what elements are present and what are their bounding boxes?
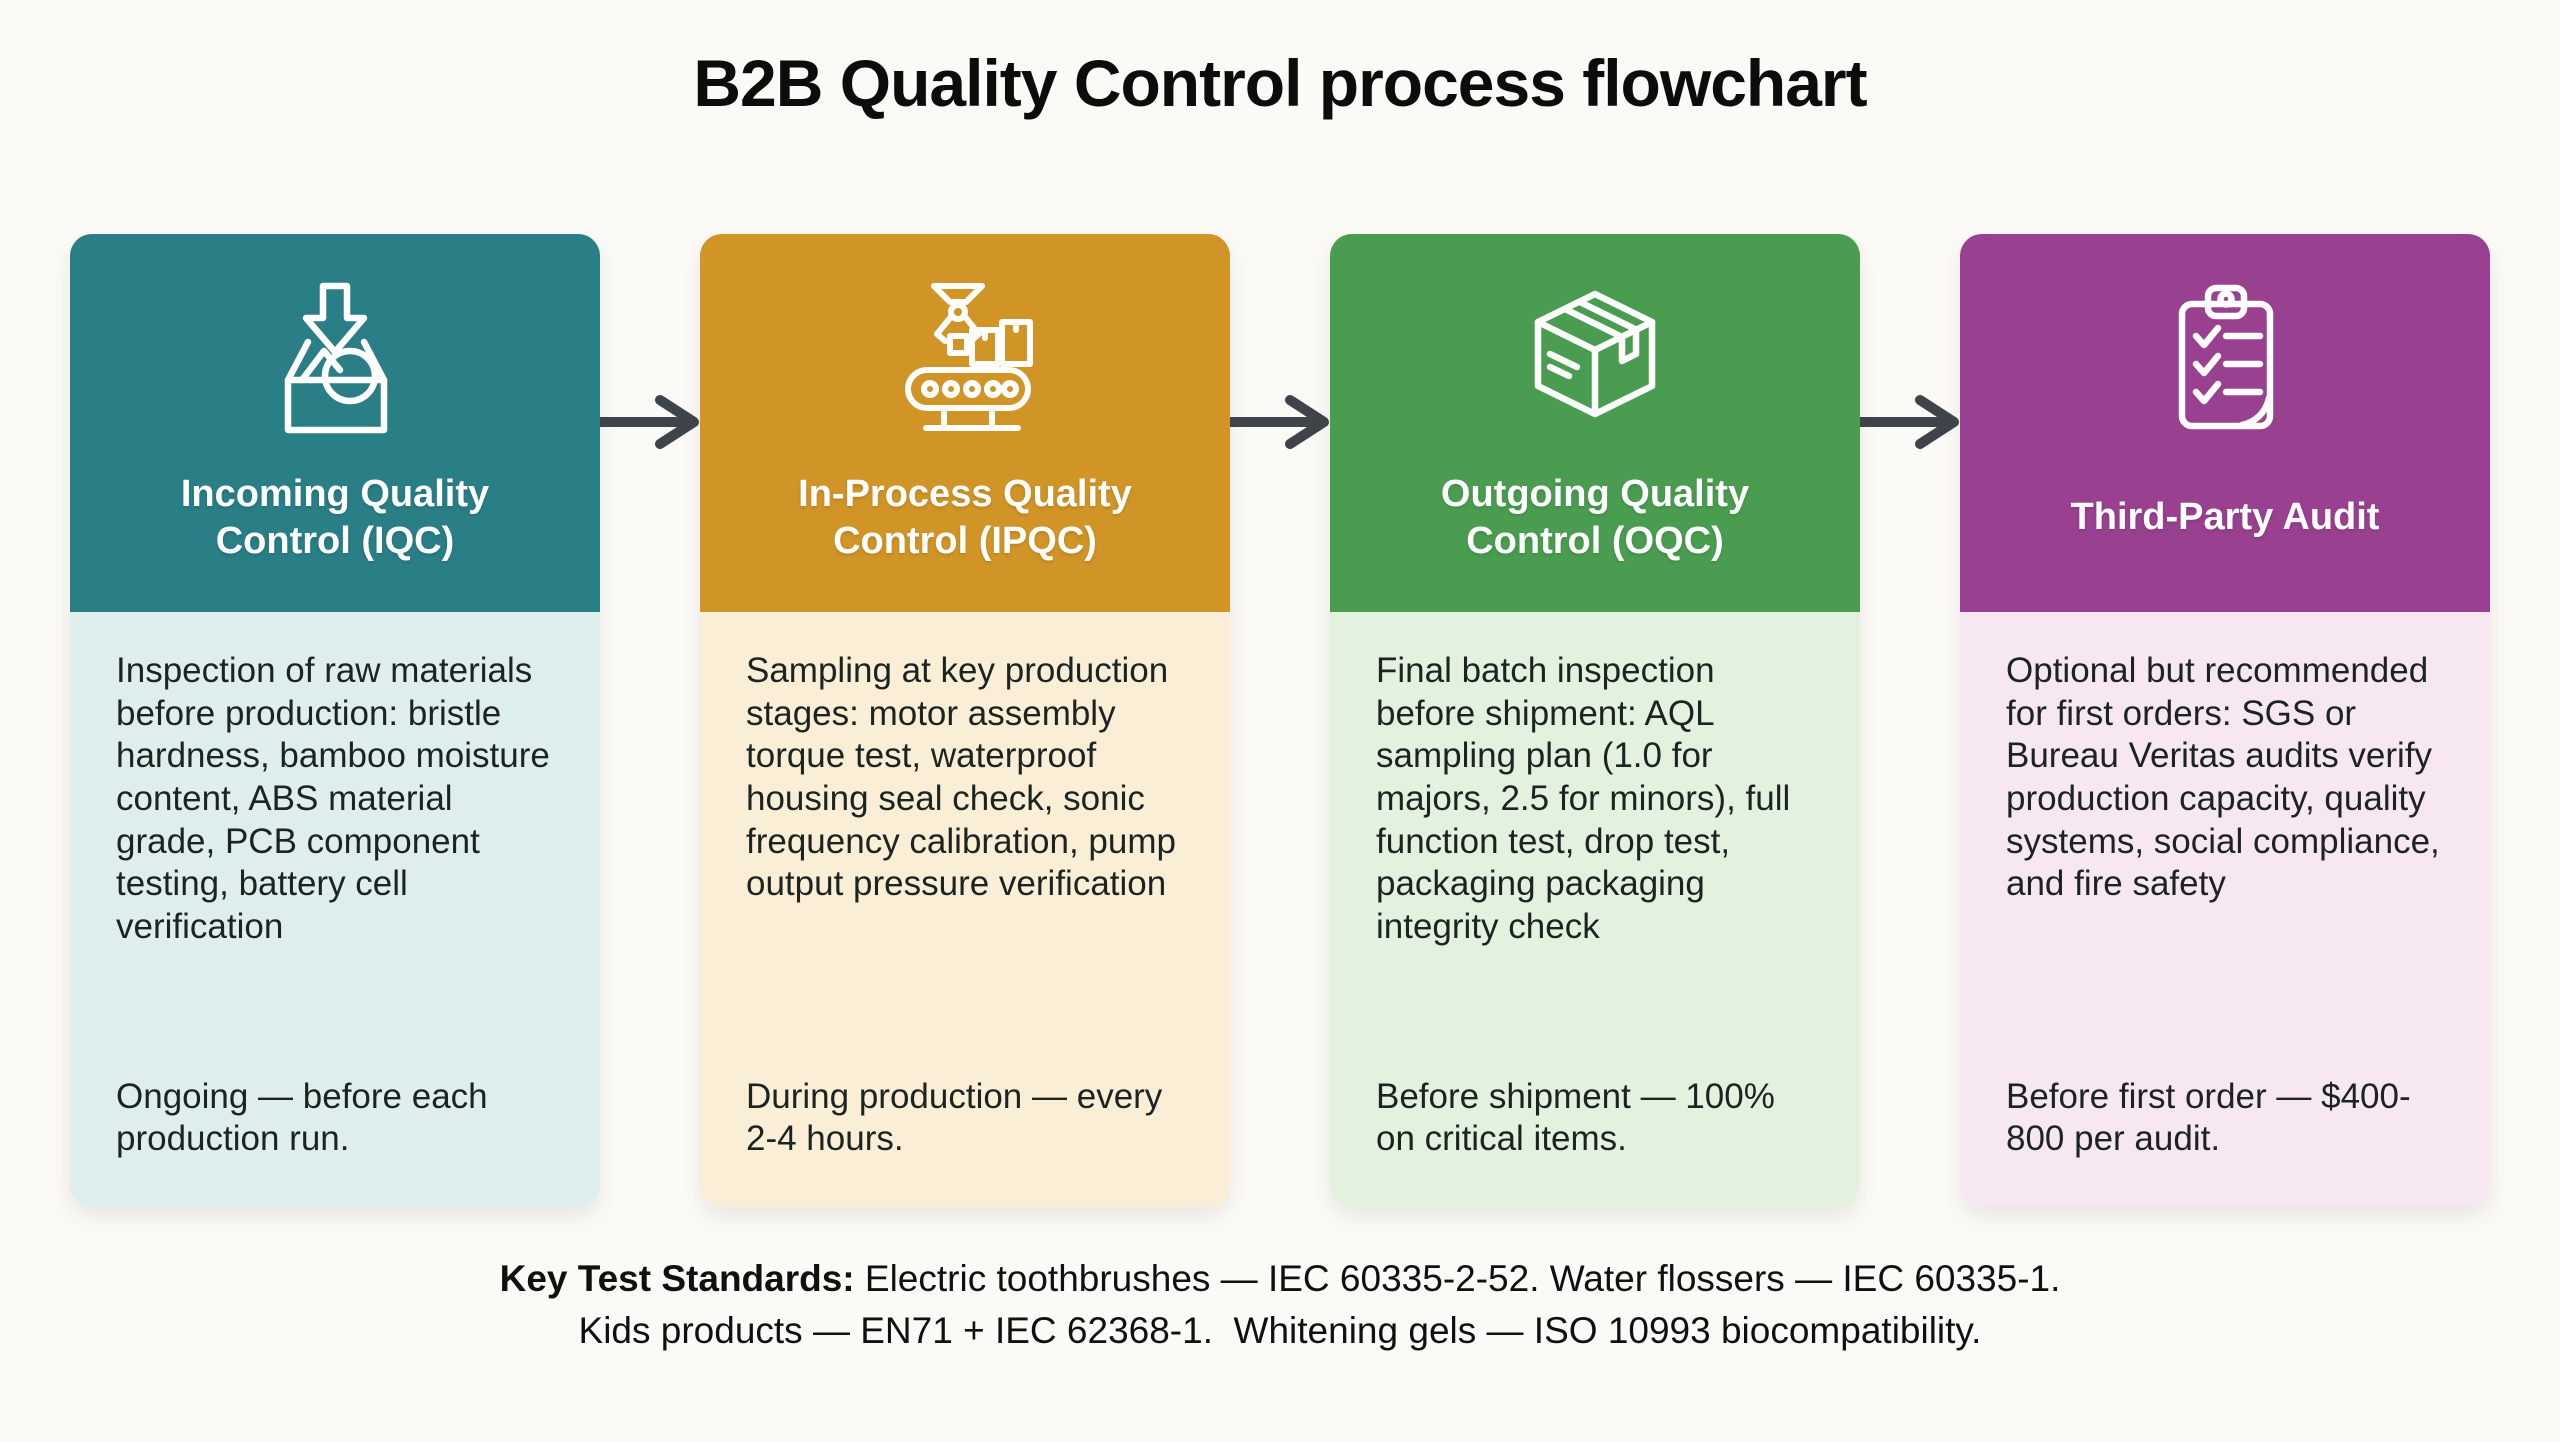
card-third-party-audit-body: Optional but recommended for first order… bbox=[1960, 611, 2490, 1207]
standards-note-line-2: Kids products — EN71 + IEC 62368-1. Whit… bbox=[578, 1310, 1982, 1352]
clipboard-checklist-icon bbox=[2140, 274, 2310, 444]
card-ipqc-body: Sampling at key production stages: motor… bbox=[700, 611, 1230, 1207]
card-ipqc-title: In-Process Quality Control (IPQC) bbox=[798, 472, 1132, 562]
card-iqc-body: Inspection of raw materials before produ… bbox=[70, 611, 600, 1207]
shipping-box-icon bbox=[1510, 274, 1680, 444]
standards-note-line-1: Key Test Standards: Electric toothbrushe… bbox=[0, 1253, 2560, 1306]
card-ipqc-description: Sampling at key production stages: motor… bbox=[746, 650, 1176, 904]
card-oqc-title: Outgoing Quality Control (OQC) bbox=[1440, 472, 1750, 562]
process-flow: Incoming Quality Control (IQC) Inspectio… bbox=[0, 233, 2560, 1207]
card-iqc-title: Incoming Quality Control (IQC) bbox=[180, 472, 490, 562]
card-oqc-footer: Before shipment — 100% on critical items… bbox=[1376, 1076, 1775, 1159]
card-oqc-description: Final batch inspection before shipment: … bbox=[1376, 650, 1791, 947]
card-third-party-audit-footer: Before first order — $400-800 per audit. bbox=[2006, 1076, 2411, 1159]
card-iqc-description: Inspection of raw materials before produ… bbox=[116, 650, 550, 947]
standards-note-line-1-text: Electric toothbrushes — IEC 60335-2-52. … bbox=[854, 1257, 2061, 1299]
flow-arrow-3 bbox=[1860, 234, 1960, 1207]
incoming-tray-icon bbox=[250, 274, 420, 444]
page-title: B2B Quality Control process flowchart bbox=[693, 46, 1867, 120]
card-oqc-header: Outgoing Quality Control (OQC) bbox=[1330, 233, 1860, 612]
flow-arrow-2 bbox=[1230, 234, 1330, 1207]
card-oqc: Outgoing Quality Control (OQC) Final bat… bbox=[1330, 233, 1860, 1207]
card-ipqc: In-Process Quality Control (IPQC) Sampli… bbox=[700, 233, 1230, 1207]
card-oqc-body: Final batch inspection before shipment: … bbox=[1330, 611, 1860, 1207]
card-ipqc-header: In-Process Quality Control (IPQC) bbox=[700, 233, 1230, 612]
flow-arrow-icon bbox=[1860, 394, 1959, 449]
flow-arrow-icon bbox=[1230, 394, 1329, 449]
card-third-party-audit-header: Third-Party Audit bbox=[1960, 233, 2490, 612]
card-iqc-footer: Ongoing — before each production run. bbox=[116, 1076, 488, 1159]
flow-arrow-icon bbox=[600, 394, 699, 449]
card-third-party-audit-title: Third-Party Audit bbox=[2070, 496, 2380, 539]
card-ipqc-footer: During production — every 2-4 hours. bbox=[746, 1076, 1163, 1159]
card-iqc-header: Incoming Quality Control (IQC) bbox=[70, 233, 600, 612]
standards-note: Key Test Standards: Electric toothbrushe… bbox=[0, 1253, 2560, 1358]
flow-arrow-1 bbox=[600, 234, 700, 1207]
card-third-party-audit-description: Optional but recommended for first order… bbox=[2006, 650, 2440, 904]
conveyor-line-icon bbox=[880, 274, 1050, 444]
standards-note-label: Key Test Standards: bbox=[499, 1257, 855, 1299]
card-iqc: Incoming Quality Control (IQC) Inspectio… bbox=[70, 233, 600, 1207]
card-third-party-audit: Third-Party Audit Optional but recommend… bbox=[1960, 233, 2490, 1207]
